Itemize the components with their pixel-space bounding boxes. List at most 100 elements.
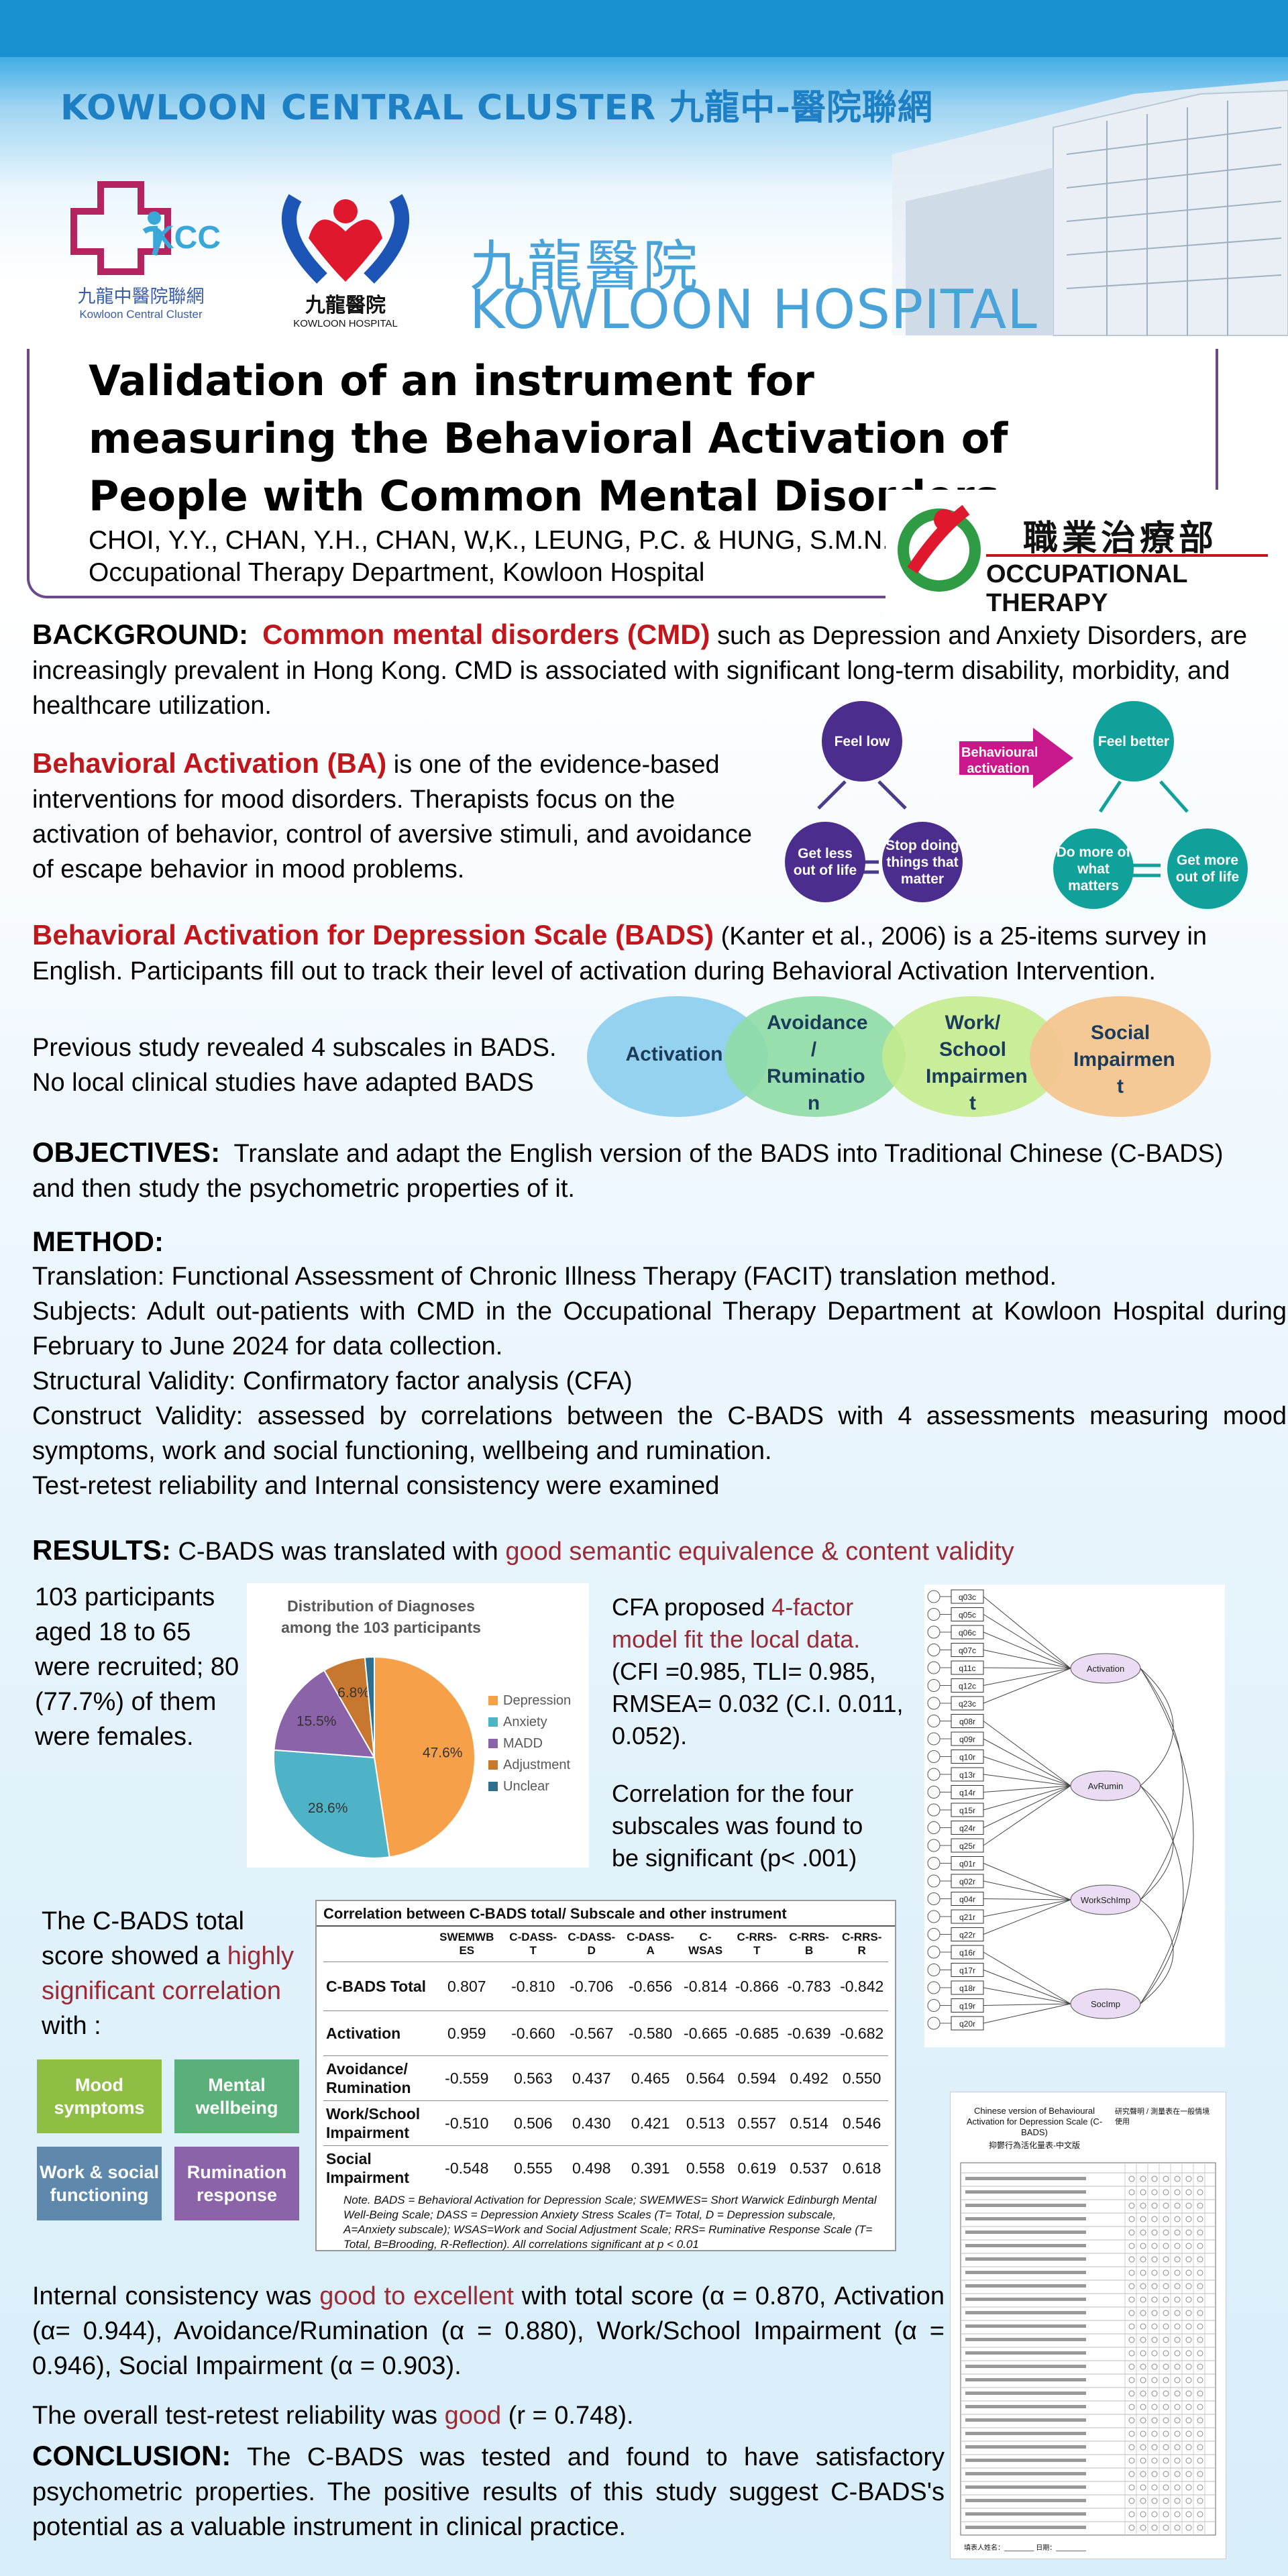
cfa-loading-path [983,1650,1071,1669]
corr-table-cell: 0.430 [561,2100,621,2146]
questionnaire-grid-svg [960,2162,1216,2536]
questionnaire-option [1174,2229,1181,2236]
questionnaire-option [1163,2229,1169,2236]
questionnaire-option [1197,2471,1203,2477]
questionnaire-option [1174,2524,1181,2531]
corr-table-cell: -0.682 [835,2010,888,2056]
participants-text: 103 participants aged 18 to 65 were recr… [35,1583,239,1751]
questionnaire-option [1151,2498,1158,2504]
retest-highlight: good [444,2402,502,2430]
questionnaire-option [1140,2176,1146,2182]
questionnaire-option [1128,2323,1135,2330]
chip-work-social: Work & social functioning [37,2147,162,2220]
questionnaire-option [1163,2216,1169,2222]
total-score-text: The C-BADS total score showed a highly s… [42,1904,310,2043]
questionnaire-option [1151,2390,1158,2397]
legend-swatch [488,1782,498,1791]
questionnaire-option [1163,2417,1169,2424]
cfa-factor-label: Activation [1087,1664,1124,1674]
corr-table-cell: 0.421 [621,2100,680,2146]
corr-table-cell: Avoidance/ Rumination [323,2055,429,2101]
questionnaire-option [1140,2337,1146,2343]
questionnaire-option [1163,2430,1169,2437]
corr-table-cell: 0.555 [504,2145,562,2190]
questionnaire-option [1197,2256,1203,2263]
questionnaire-item-text [965,2526,1086,2529]
correlation-table-panel: Correlation between C-BADS total/ Subsca… [315,1900,896,2251]
corr-table-cell: 0.513 [680,2100,731,2146]
questionnaire-option [1140,2390,1146,2397]
questionnaire-option [1185,2363,1192,2370]
questionnaire-option [1174,2377,1181,2383]
cfa-error-term [927,1715,941,1727]
svg-text:KCC: KCC [151,220,221,256]
kh-logo-cn: 九龍醫院 [305,294,386,317]
cfa-error-term [927,1981,941,1994]
questionnaire-option [1128,2457,1135,2464]
feel-low-node: Feel low [822,701,902,782]
questionnaire-title: Chinese version of Behavioural Activatio… [966,2106,1103,2137]
questionnaire-option [1140,2283,1146,2290]
corr-table-cell: -0.810 [504,1962,562,2011]
questionnaire-option [1151,2377,1158,2383]
corr-table-cell: -0.656 [621,1962,680,2011]
get-less-node: Get less out of life [785,822,865,902]
stop-doing-node: Stop doing things that matter [882,822,963,902]
legend-swatch [488,1739,498,1748]
cfa-error-term [927,1768,941,1781]
cfa-highlight: 4-factor model fit the local data. [612,1593,861,1653]
cfa-loading-path [983,1596,1071,1669]
questionnaire-item-text [965,2190,1086,2194]
cfa-item-label: q12c [959,1682,976,1691]
corr-table-cell: -0.580 [621,2010,680,2056]
corr-table-cell: 0.391 [621,2145,680,2190]
questionnaire-option [1163,2404,1169,2410]
cfa-loading-path [983,1756,1071,1786]
corr-header-cell: C-RRS-T [737,1931,777,1957]
questionnaire-option [1174,2176,1181,2182]
cfa-factor-label: WorkSchImp [1081,1895,1130,1905]
questionnaire-option [1128,2176,1135,2182]
cfa-loading-path [983,1721,1071,1786]
questionnaire-option [1163,2484,1169,2491]
cmd-text: such as Depression and Anxiety Disorders… [32,622,1248,720]
questionnaire-option [1128,2484,1135,2491]
legend-label: Anxiety [503,1715,547,1729]
corr-table-cell: 0.498 [561,2145,621,2190]
pie-data-label: 15.5% [297,1714,337,1729]
questionnaire-option [1140,2484,1146,2491]
questionnaire-option [1151,2484,1158,2491]
corr-table-cell: 0.506 [504,2100,562,2146]
local-studies-line: No local clinical studies have adapted B… [32,1069,534,1097]
questionnaire-option [1151,2417,1158,2424]
cfa-error-term [927,1697,941,1710]
pie-slice-anxiety [273,1749,390,1859]
questionnaire-item-text [965,2499,1086,2502]
cfa-factor-label: SocImp [1091,1999,1120,2009]
questionnaire-option [1163,2444,1169,2451]
questionnaire-option [1185,2283,1192,2290]
cfa-item-label: q20r [959,2019,975,2029]
subscales-line: Previous study revealed 4 subscales in B… [32,1034,557,1062]
questionnaire-option [1197,2229,1203,2236]
cfa-loading-path [983,1987,1071,2004]
conclusion-text: The C-BADS was tested and found to have … [32,2443,945,2541]
questionnaire-option [1128,2296,1135,2303]
questionnaire-option [1163,2471,1169,2477]
questionnaire-option [1128,2390,1135,2397]
cfa-item-label: q21r [959,1913,975,1922]
cfa-error-term [927,1839,941,1852]
total-highlight: highly significant correlation [42,1942,294,2005]
cfa-item-label: q06c [959,1628,976,1638]
questionnaire-item-text [965,2298,1086,2301]
questionnaire-option [1140,2189,1146,2196]
subscale-ellipse-avoidance [724,996,906,1117]
questionnaire-option [1185,2390,1192,2397]
authors: CHOI, Y.Y., CHAN, Y.H., CHAN, W,K., LEUN… [89,526,890,555]
questionnaire-option [1151,2337,1158,2343]
internal-post: with total score (α = 0.870, Activation … [32,2282,945,2380]
ba-arrow-label: Behavioural activation [961,745,1038,776]
